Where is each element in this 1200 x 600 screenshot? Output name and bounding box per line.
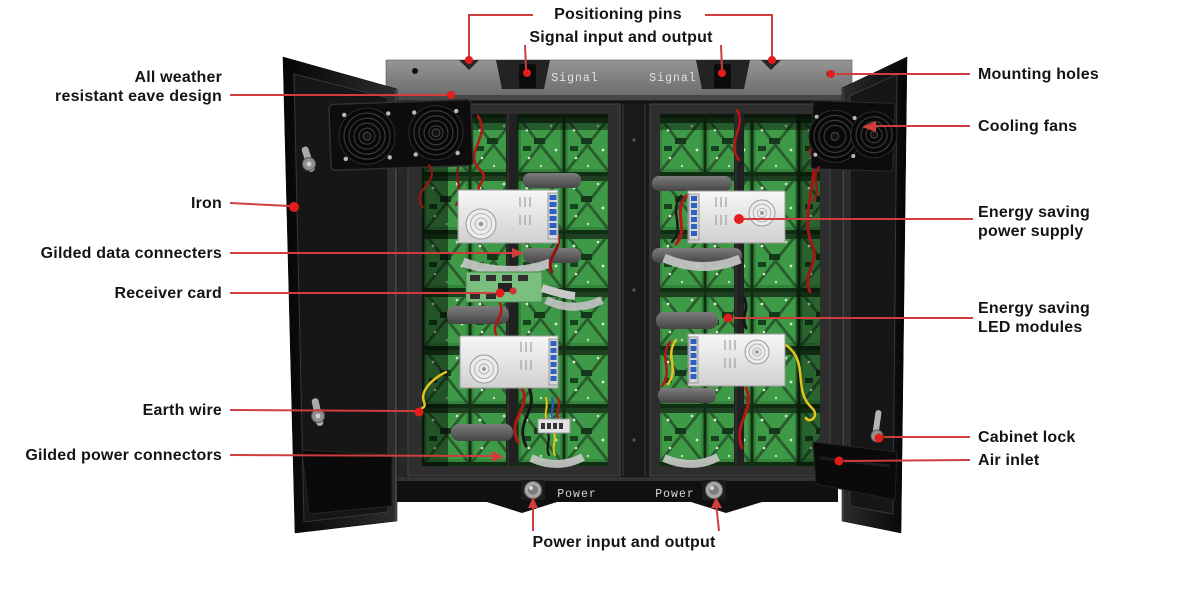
label-mounting-holes: Mounting holes <box>978 66 1100 83</box>
label-power-io: Power input and output <box>532 534 716 551</box>
power-connector-right <box>702 480 726 500</box>
cooling-fans-right <box>808 100 898 202</box>
label-cooling-fans: Cooling fans <box>978 118 1078 135</box>
bottom-power-bar: Power Power <box>392 477 838 513</box>
right-door <box>812 56 908 534</box>
center-divider <box>618 104 650 476</box>
label-iron: Iron <box>190 195 222 212</box>
signal-stencil-left: Signal <box>551 72 598 85</box>
power-connector-left <box>521 480 545 500</box>
label-air-inlet: Air inlet <box>978 452 1040 469</box>
power-supply-left-top <box>457 189 559 244</box>
receiver-card <box>465 271 576 303</box>
mounting-hole-left <box>412 68 418 74</box>
label-cabinet-lock: Cabinet lock <box>978 429 1076 446</box>
power-supply-left-bottom <box>459 335 559 389</box>
label-energy-saving-led-modules: Energy saving LED modules <box>978 300 1090 336</box>
label-positioning-pins: Positioning pins <box>554 6 682 23</box>
label-receiver-card: Receiver card <box>114 285 222 302</box>
positioning-pin-right <box>761 60 781 70</box>
label-energy-saving-power-supply: Energy saving power supply <box>978 204 1090 240</box>
power-stencil-right: Power <box>655 488 695 501</box>
label-gilded-power-connectors: Gilded power connectors <box>25 447 222 464</box>
door-latch-upper <box>301 146 316 172</box>
positioning-pin-left <box>459 60 479 70</box>
led-module-bay-right <box>649 103 831 477</box>
label-gilded-data-connecters: Gilded data connecters <box>40 245 222 262</box>
cooling-fans-left <box>328 98 474 209</box>
annotation-leader-lines <box>229 14 973 532</box>
door-latch-lower <box>311 398 325 426</box>
power-supply-right-bottom <box>687 333 786 387</box>
label-signal-io: Signal input and output <box>529 29 713 46</box>
label-all-weather: All weather resistant eave design <box>55 69 222 105</box>
air-inlet-recess <box>812 441 898 501</box>
power-stencil-left: Power <box>557 488 597 501</box>
top-signal-bar: Signal Signal <box>385 59 853 101</box>
label-earth-wire: Earth wire <box>142 402 222 419</box>
signal-stencil-right: Signal <box>649 72 696 85</box>
